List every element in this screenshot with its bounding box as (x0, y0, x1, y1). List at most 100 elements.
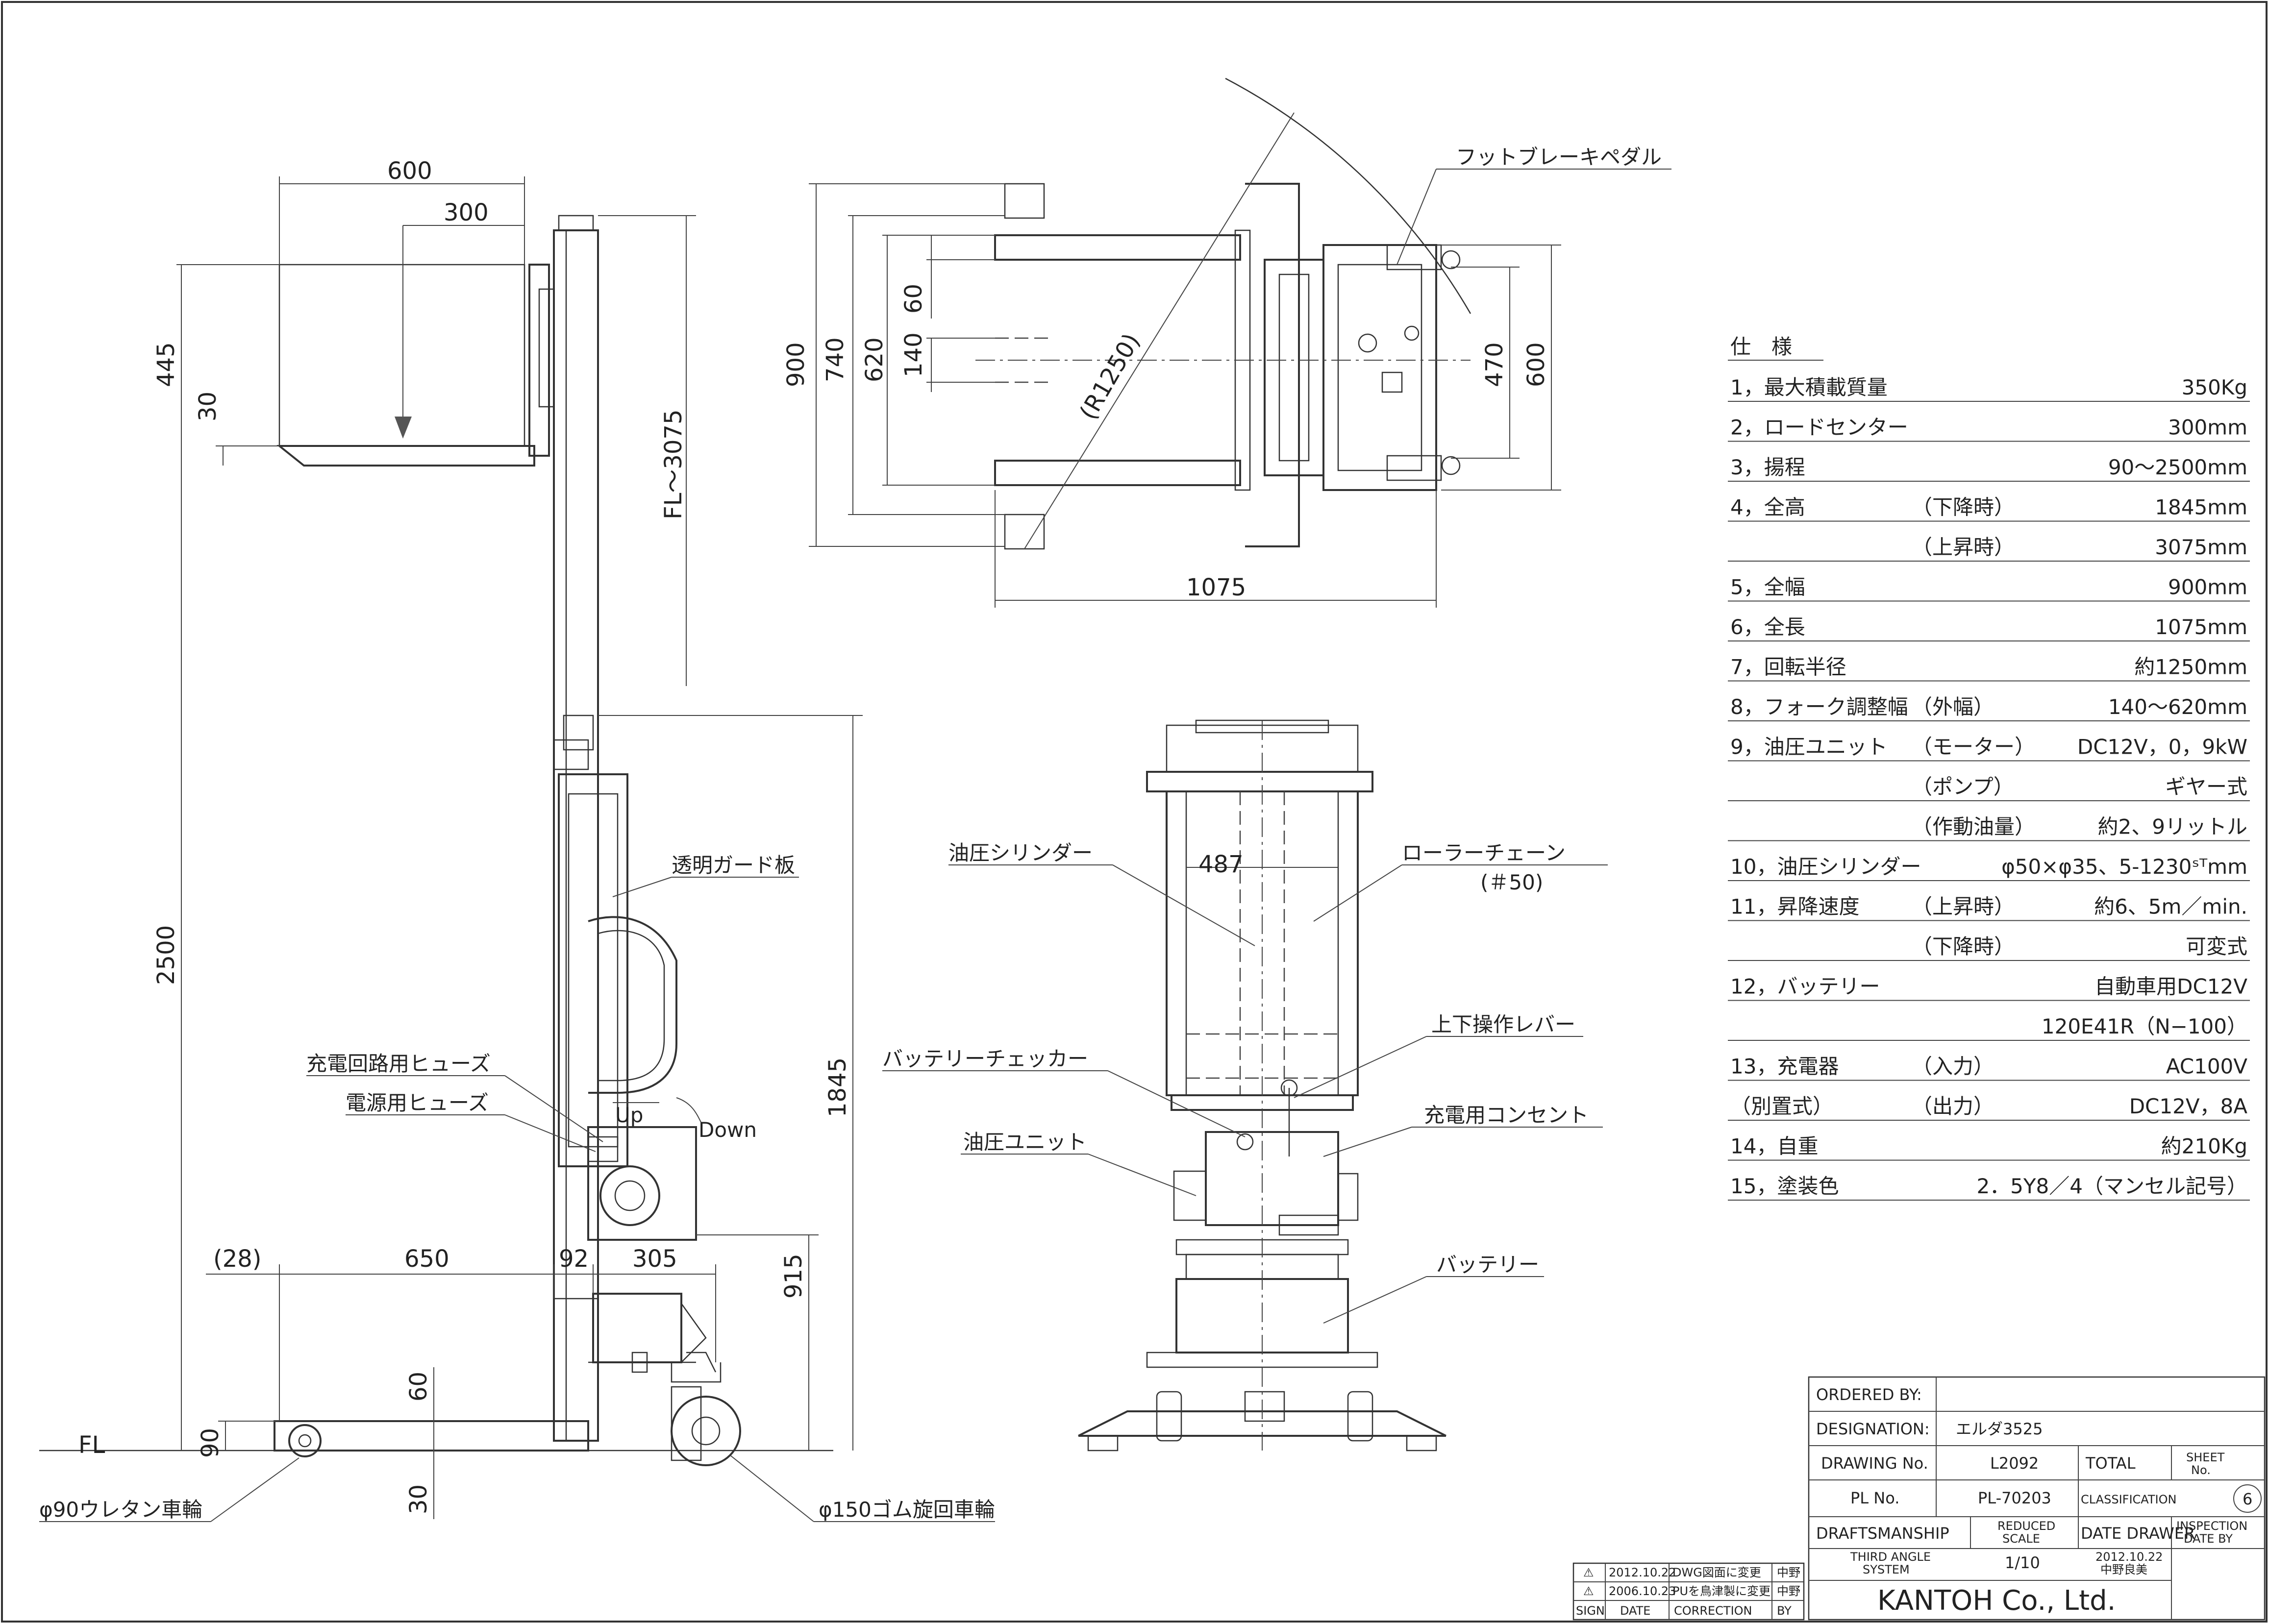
dim-top-1075: 1075 (1186, 574, 1246, 601)
rev2-sign: ⚠ (1583, 1584, 1594, 1598)
dim-top-740: 740 (822, 337, 849, 382)
tb-sheet-no: 6 (2243, 1490, 2252, 1508)
tb-ordered-by-label: ORDERED BY: (1816, 1385, 1922, 1404)
spec-row-condition: （モーター） (1912, 735, 2035, 759)
spec-row-label: 9，油圧ユニット (1730, 735, 1888, 759)
label-lever: 上下操作レバー (1431, 1012, 1575, 1036)
spec-row-value: 自動車用DC12V (2094, 975, 2247, 999)
spec-row-value: 2．5Y8／4（マンセル記号） (1976, 1174, 2247, 1198)
top-view: (R1250) 900 740 620 60 140 1075 470 (782, 77, 1671, 608)
dim-side-600: 600 (387, 157, 432, 185)
tb-third-angle-2: SYSTEM (1863, 1563, 1910, 1576)
tb-classification-label: CLASSIFICATION (2081, 1493, 2176, 1506)
spec-row-value: 120E41R（N−100） (2042, 1014, 2247, 1038)
spec-row-label: （別置式） (1730, 1094, 1833, 1118)
label-chain-no: (＃50) (1480, 870, 1543, 894)
side-view: 600 300 445 30 FL〜3075 2500 1845 915 (28… (39, 157, 995, 1522)
spec-row-label: 10，油圧シリンダー (1730, 855, 1921, 879)
label-outlet: 充電用コンセント (1424, 1103, 1589, 1127)
dim-side-fl3075: FL〜3075 (660, 409, 687, 519)
tb-drawing-no-value: L2092 (1990, 1454, 2039, 1473)
rev2-date: 2006.10.23 (1609, 1584, 1676, 1598)
tb-third-angle-1: THIRD ANGLE (1850, 1550, 1931, 1564)
spec-row-label: 8，フォーク調整幅 (1730, 695, 1908, 719)
label-guard: 透明ガード板 (672, 853, 795, 877)
dim-top-600: 600 (1522, 342, 1550, 387)
dim-side-28: (28) (213, 1245, 262, 1273)
spec-row-value: 1845mm (2155, 495, 2247, 519)
spec-row-condition: （ポンプ） (1912, 775, 2014, 799)
spec-row-value: 350Kg (2182, 375, 2247, 399)
label-fuse-charge: 充電回路用ヒューズ (306, 1052, 491, 1076)
dim-side-915: 915 (780, 1254, 807, 1299)
title-block: ORDERED BY: DESIGNATION: エルダ3525 DRAWING… (1808, 1376, 2266, 1621)
spec-row-value: 300mm (2168, 416, 2247, 440)
spec-row-value: 約6、5m／min. (2094, 895, 2247, 919)
tb-company: KANTOH Co., Ltd. (1877, 1585, 2116, 1617)
tb-sheet-label-1: SHEET (2186, 1451, 2225, 1464)
tb-drawer: 中野良美 (2100, 1563, 2147, 1576)
tb-designation-label: DESIGNATION: (1816, 1420, 1930, 1438)
label-foot-brake: フットブレーキペダル (1456, 145, 1662, 169)
label-fuse-power: 電源用ヒューズ (346, 1091, 489, 1115)
spec-row-condition: （作動油量） (1912, 815, 2035, 839)
tb-inspection-1: INSPECTION (2176, 1519, 2247, 1533)
dim-side-305: 305 (632, 1245, 677, 1273)
rev2-by: 中野 (1777, 1584, 1800, 1598)
tb-date-drawer-label: DATE DRAWER (2081, 1524, 2195, 1543)
spec-row-condition: （入力） (1912, 1055, 1994, 1079)
spec-row-condition: （上昇時） (1912, 895, 2015, 919)
spec-row-condition: （下降時） (1912, 495, 2015, 519)
spec-row-label: 3，揚程 (1730, 455, 1805, 479)
rev1-correction: DWG図面に変更 (1672, 1566, 1761, 1579)
dim-side-92: 92 (559, 1245, 589, 1273)
spec-row-value: φ50×φ35、5-1230ˢᵀmm (2001, 855, 2247, 879)
dim-side-30a: 30 (194, 392, 222, 421)
spec-row-condition: （上昇時） (1912, 535, 2015, 559)
dim-side-300: 300 (444, 199, 489, 226)
spec-heading: 仕 様 (1730, 335, 1792, 359)
label-wheel-150: φ150ゴム旋回車輪 (819, 1498, 995, 1522)
label-down: Down (698, 1118, 757, 1142)
tb-pl-no-value: PL-70203 (1978, 1489, 2051, 1507)
spec-row-value: DC12V，0，9kW (2077, 735, 2247, 759)
dim-side-60: 60 (405, 1372, 432, 1402)
spec-row-condition: （外幅） (1912, 695, 1994, 719)
dim-front-487: 487 (1198, 851, 1244, 878)
tb-scale-value: 1/10 (2005, 1553, 2040, 1572)
spec-row-value: AC100V (2166, 1055, 2247, 1079)
dim-side-30b: 30 (405, 1484, 432, 1514)
tb-reduced-1: REDUCED (1997, 1519, 2055, 1533)
tb-sheet-label-2: No. (2191, 1463, 2211, 1477)
rev1-by: 中野 (1777, 1566, 1800, 1579)
tb-draftsmanship-label: DRAFTSMANSHIP (1816, 1524, 1949, 1543)
spec-row-condition: （出力） (1912, 1094, 1994, 1118)
rev-header-correction: CORRECTION (1674, 1604, 1752, 1618)
tb-total-label: TOTAL (2085, 1454, 2136, 1473)
dim-side-650: 650 (404, 1245, 449, 1273)
dim-top-470: 470 (1481, 342, 1508, 387)
dim-side-445: 445 (152, 342, 180, 387)
tb-drawing-no-label: DRAWING No. (1821, 1454, 1928, 1473)
dim-side-1845: 1845 (824, 1058, 851, 1117)
label-wheel-90: φ90ウレタン車輪 (39, 1498, 202, 1522)
dim-side-90: 90 (197, 1428, 224, 1458)
tb-pl-no-label: PL No. (1850, 1489, 1899, 1507)
label-up: Up (615, 1103, 643, 1127)
tb-designation-value: エルダ3525 (1956, 1420, 2043, 1438)
dim-top-140: 140 (900, 332, 927, 377)
spec-row-label: 13，充電器 (1730, 1055, 1839, 1079)
label-checker: バッテリーチェッカー (882, 1047, 1088, 1071)
dim-side-2500: 2500 (152, 925, 180, 985)
spec-row-value: 90〜2500mm (2108, 455, 2247, 479)
spec-row-label: 7，回転半径 (1730, 655, 1846, 679)
spec-row-label: 12，バッテリー (1730, 975, 1880, 999)
spec-row-label: 11，昇降速度 (1730, 895, 1859, 919)
front-view: 487 油圧シリンダー ローラーチェーン (＃50) 上下操作レバー (882, 719, 1608, 1452)
spec-row-label: 2，ロードセンター (1730, 416, 1908, 440)
spec-row-label: 14，自重 (1730, 1134, 1818, 1158)
revision-table: ⚠ 2012.10.22 DWG図面に変更 中野 ⚠ 2006.10.23 PU… (1572, 1562, 1805, 1621)
spec-row-label: 1，最大積載質量 (1730, 375, 1888, 399)
tb-draw-date: 2012.10.22 (2095, 1550, 2163, 1564)
